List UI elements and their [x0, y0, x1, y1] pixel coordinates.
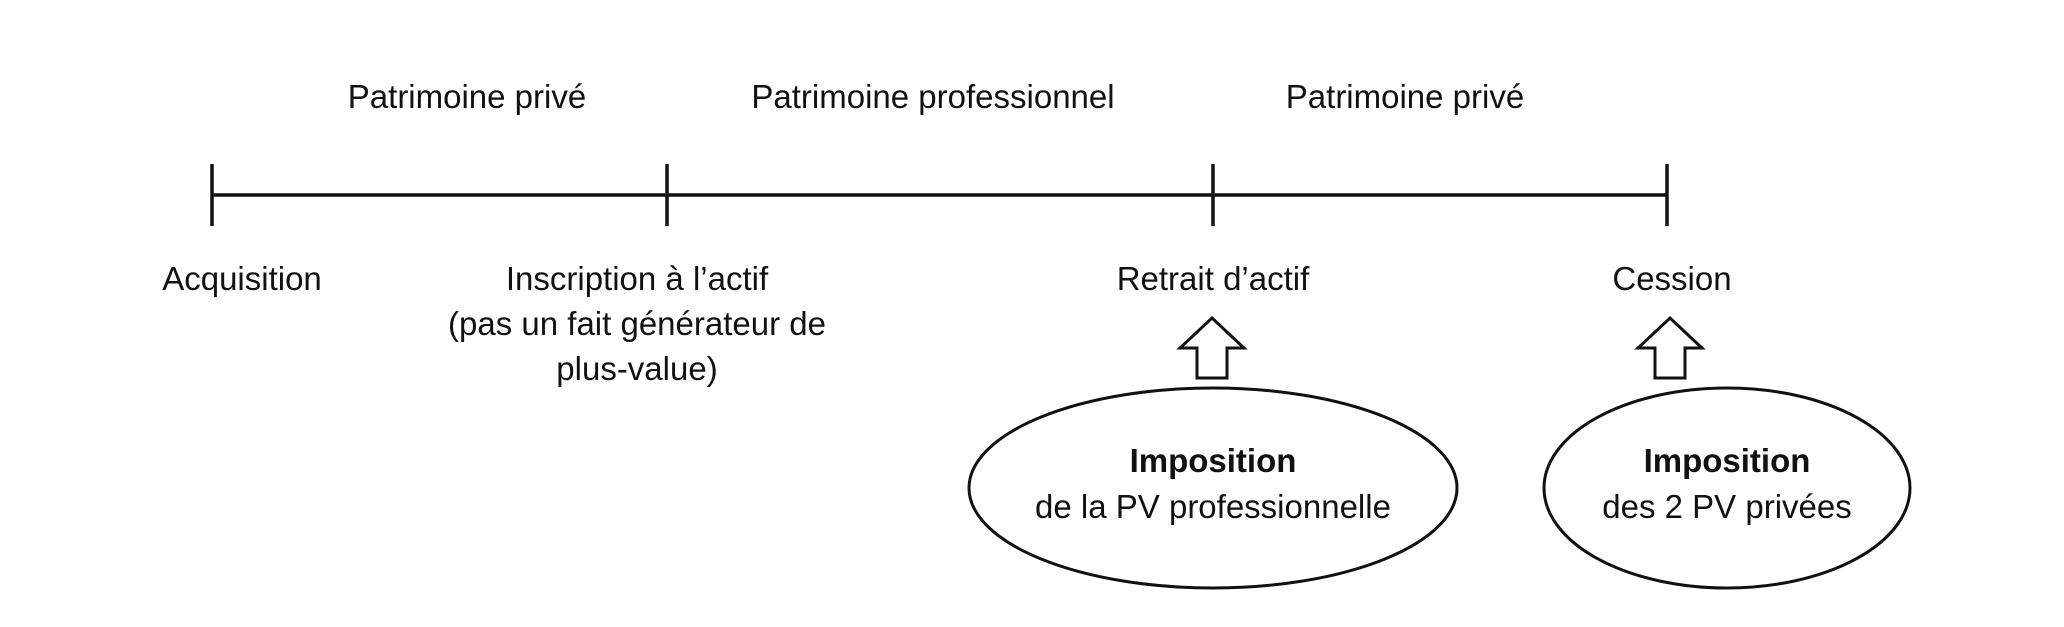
taxation-professional-bubble: Imposition de la PV professionnelle [967, 386, 1459, 590]
event-cession-label: Cession [1612, 260, 1731, 297]
taxation-private-title: Imposition [1644, 442, 1811, 479]
event-acquisition-label: Acquisition [162, 260, 322, 297]
up-arrow-icon-cession [1634, 315, 1706, 380]
event-inscription-line2: (pas un fait générateur de [448, 305, 826, 342]
taxation-professional-ellipse [967, 386, 1459, 590]
up-arrow-icon-retrait [1176, 315, 1248, 380]
taxation-private-subtitle: des 2 PV privées [1602, 488, 1851, 525]
period-label-private-2: Patrimoine privé [1286, 78, 1524, 115]
taxation-private-bubble: Imposition des 2 PV privées [1542, 386, 1912, 590]
taxation-private-ellipse [1542, 386, 1912, 590]
event-inscription-label: Inscription à l’actif (pas un fait génér… [448, 260, 826, 387]
taxation-professional-subtitle: de la PV professionnelle [1035, 488, 1391, 525]
event-inscription-line1: Inscription à l’actif [506, 260, 769, 297]
taxation-professional-title: Imposition [1130, 442, 1297, 479]
event-retrait-label: Retrait d’actif [1117, 260, 1310, 297]
period-label-private-1: Patrimoine privé [348, 78, 586, 115]
period-label-professional: Patrimoine professionnel [751, 78, 1114, 115]
event-inscription-line3: plus-value) [556, 350, 717, 387]
